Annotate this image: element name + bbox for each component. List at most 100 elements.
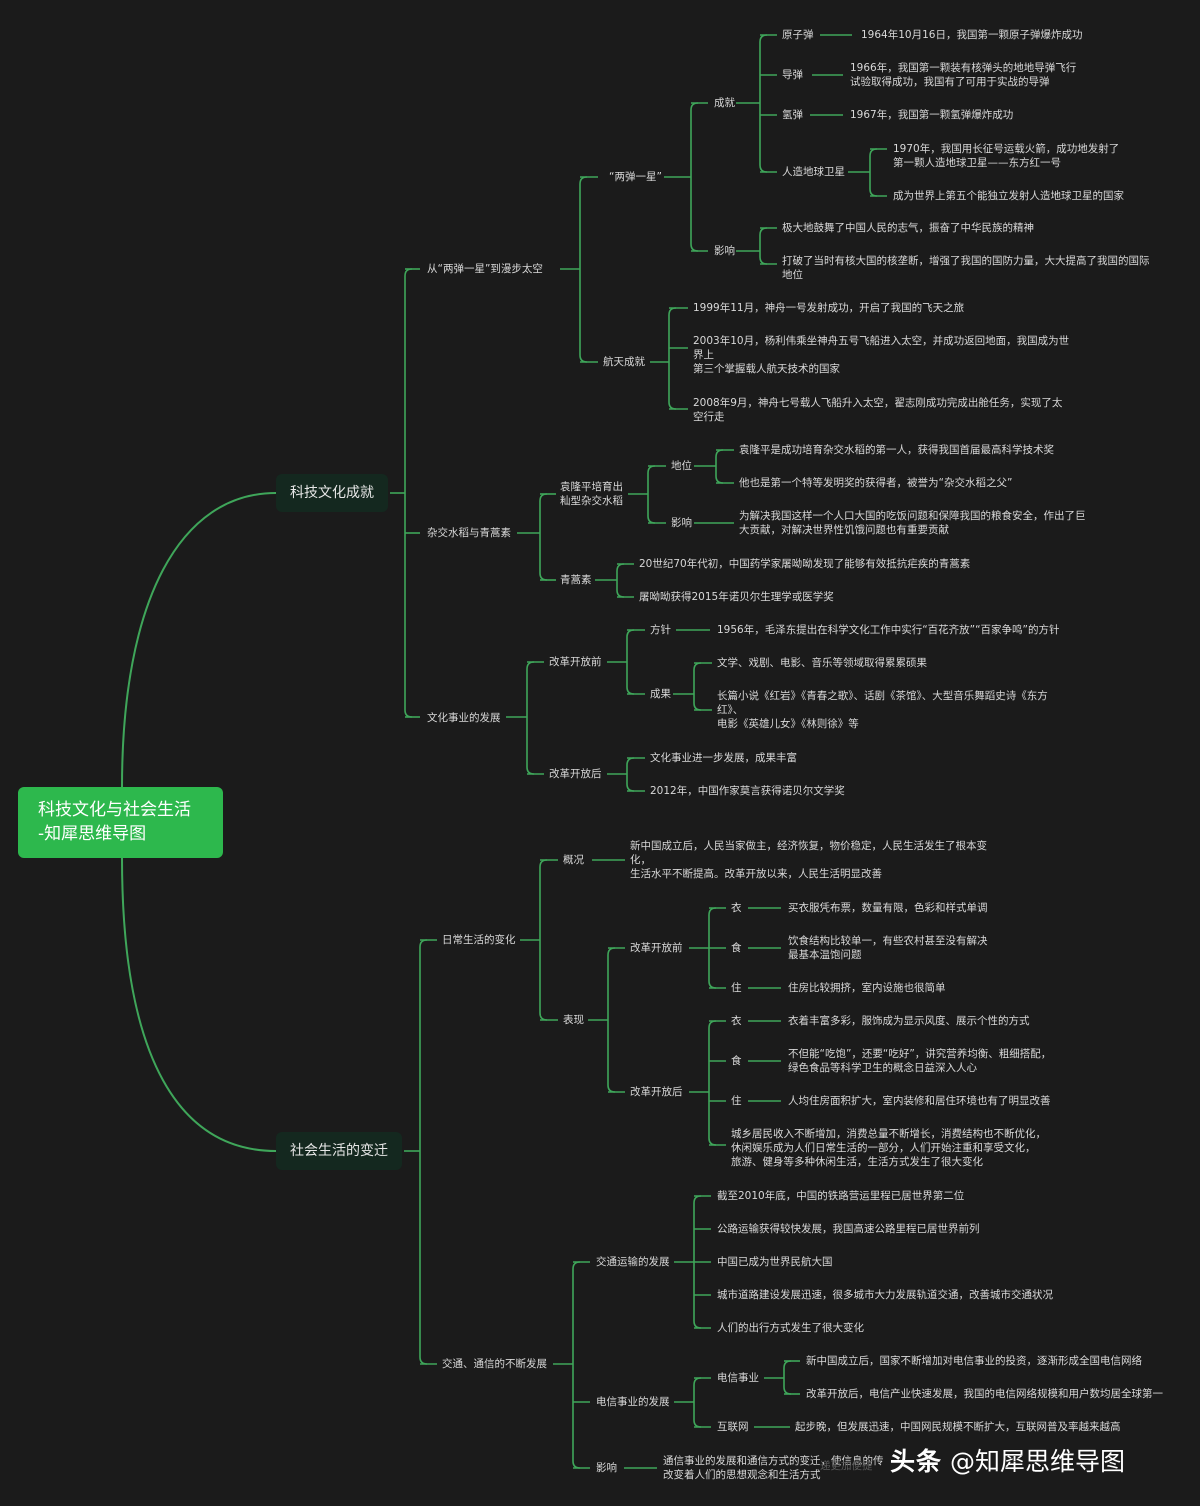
leaf-influence-2: 打破了当时有核大国的核垄断，增强了我国的国防力量，大大提高了我国的国际 地位 — [782, 254, 1150, 282]
leaf-transport-4: 城市道路建设发展迅速，很多城市大力发展轨道交通，改善城市交通状况 — [717, 1288, 1053, 1302]
leaf-effect: 通信事业的发展和通信方式的变迁，使信息的传 改变着人们的思想观念和生活方式 — [663, 1454, 884, 1482]
node-post-food[interactable]: 食 — [731, 1054, 742, 1068]
node-transport-comm[interactable]: 交通、通信的不断发展 — [442, 1357, 547, 1371]
connector — [419, 939, 428, 1365]
leaf-status-2: 他也是第一个特等发明奖的获得者，被誉为“杂交水稻之父” — [739, 476, 1013, 490]
connector — [693, 662, 702, 711]
leaf-missile: 1966年，我国第一颗装有核弹头的地地导弹飞行 试验取得成功，我国有了可用于实战… — [850, 61, 1077, 89]
leaf-result-2: 长篇小说《红岩》《青春之歌》、话剧《茶馆》、大型音乐舞蹈史诗《东方 红》、 电影… — [717, 689, 1048, 731]
connector — [783, 1360, 792, 1395]
leaf-post-house: 人均住房面积扩大，室内装修和居住环境也有了明显改善 — [788, 1094, 1051, 1108]
leaf-aero-3: 2008年9月，神舟七号载人飞船升入太空，翟志刚成功完成出舱任务，实现了太 空行… — [693, 396, 1063, 424]
leaf-transport-2: 公路运输获得较快发展，我国高速公路里程已居世界前列 — [717, 1222, 980, 1236]
leaf-post-other: 城乡居民收入不断增加，消费总量不断增长，消费结构也不断优化， 休闲娱乐成为人们日… — [731, 1127, 1046, 1169]
leaf-satellite-2: 成为世界上第五个能独立发射人造地球卫星的国家 — [893, 189, 1124, 203]
node-pre-house[interactable]: 住 — [731, 981, 742, 995]
connector — [526, 661, 535, 775]
branch-social-life[interactable]: 社会生活的变迁 — [276, 1132, 402, 1170]
node-result[interactable]: 成果 — [650, 687, 671, 701]
connector — [572, 1261, 581, 1469]
leaf-overview: 新中国成立后，人民当家做主，经济恢复，物价稳定，人民生活发生了根本变 化， 生活… — [630, 839, 987, 881]
leaf-pre-house: 住房比较拥挤，室内设施也很简单 — [788, 981, 946, 995]
node-satellite[interactable]: 人造地球卫星 — [782, 165, 845, 179]
leaf-pre-clothes: 买衣服凭布票，数量有限，色彩和样式单调 — [788, 901, 988, 915]
node-two-bombs[interactable]: “两弹一星” — [609, 170, 662, 184]
root-node[interactable]: 科技文化与社会生活 -知犀思维导图 — [18, 787, 223, 858]
branch-tech-culture[interactable]: 科技文化成就 — [276, 474, 388, 512]
leaf-post-food: 不但能“吃饱”，还要“吃好”，讲究营养均衡、粗细搭配， 绿色食品等科学卫生的概念… — [788, 1047, 1052, 1075]
node-show[interactable]: 表现 — [563, 1013, 584, 1027]
watermark-account: @知犀思维导图 — [949, 1447, 1125, 1476]
faint-text: 递更加便捷 — [820, 1460, 873, 1472]
node-influence[interactable]: 影响 — [714, 244, 735, 258]
leaf-transport-1: 截至2010年底，中国的铁路营运里程已居世界第二位 — [717, 1189, 965, 1203]
watermark-brand: 头条 — [890, 1447, 943, 1476]
leaf-satellite-1: 1970年，我国用长征号运载火箭，成功地发射了 第一颗人造地球卫星——东方红一号 — [893, 142, 1120, 170]
leaf-aero-2: 2003年10月，杨利伟乘坐神舟五号飞船进入太空，并成功返回地面，我国成为世 界… — [693, 334, 1070, 376]
leaf-internet: 起步晚，但发展迅速，中国网民规模不断扩大，互联网普及率越来越高 — [795, 1420, 1121, 1434]
connector — [690, 102, 699, 252]
connector — [869, 148, 878, 197]
node-telecom[interactable]: 电信事业 — [717, 1371, 759, 1385]
connector — [759, 34, 768, 173]
connector — [647, 465, 656, 524]
leaf-transport-5: 人们的出行方式发生了很大变化 — [717, 1321, 864, 1335]
node-missile[interactable]: 导弹 — [782, 68, 803, 82]
connector — [708, 1020, 717, 1146]
node-overview[interactable]: 概况 — [563, 853, 584, 867]
node-culture-post[interactable]: 改革开放后 — [549, 767, 602, 781]
node-pre-clothes[interactable]: 衣 — [731, 901, 742, 915]
connector — [607, 947, 616, 1093]
node-post-clothes[interactable]: 衣 — [731, 1014, 742, 1028]
leaf-result-1: 文学、戏剧、电影、音乐等领域取得累累硕果 — [717, 656, 927, 670]
connector — [404, 268, 413, 718]
node-rice-artemisinin[interactable]: 杂交水稻与青蒿素 — [427, 526, 511, 540]
leaf-influence-1: 极大地鼓舞了中国人民的志气，振奋了中华民族的精神 — [782, 221, 1034, 235]
connector — [626, 629, 635, 695]
node-yuan-influence[interactable]: 影响 — [671, 516, 692, 530]
connector — [759, 227, 768, 265]
connector — [539, 859, 548, 1021]
node-achievement[interactable]: 成就 — [714, 96, 735, 110]
node-post-house[interactable]: 住 — [731, 1094, 742, 1108]
connector — [616, 563, 625, 598]
leaf-aero-1: 1999年11月，神舟一号发射成功，开启了我国的飞天之旅 — [693, 301, 965, 315]
leaf-yuan-influence: 为解决我国这样一个人口大国的吃饭问题和保障我国的粮食安全，作出了巨 大贡献，对解… — [739, 509, 1086, 537]
node-telecom-dev[interactable]: 电信事业的发展 — [596, 1395, 670, 1409]
leaf-art-1: 20世纪70年代初，中国药学家屠呦呦发现了能够有效抵抗疟疾的青蒿素 — [639, 557, 971, 571]
leaf-post-2: 2012年，中国作家莫言获得诺贝尔文学奖 — [650, 784, 845, 798]
leaf-pre-food: 饮食结构比较单一，有些农村甚至没有解决 最基本温饱问题 — [788, 934, 988, 962]
node-atomic-bomb[interactable]: 原子弹 — [782, 28, 814, 42]
node-policy[interactable]: 方针 — [650, 623, 671, 637]
leaf-telecom-2: 改革开放后，电信产业快速发展，我国的电信网络规模和用户数均居全球第一 — [806, 1387, 1163, 1401]
leaf-post-clothes: 衣着丰富多彩，服饰成为显示风度、展示个性的方式 — [788, 1014, 1030, 1028]
node-daily-life[interactable]: 日常生活的变化 — [442, 933, 516, 947]
leaf-atomic: 1964年10月16日，我国第一颗原子弹爆炸成功 — [861, 28, 1083, 42]
node-culture[interactable]: 文化事业的发展 — [427, 711, 501, 725]
leaf-h-bomb: 1967年，我国第一颗氢弹爆炸成功 — [850, 108, 1014, 122]
connector — [693, 1377, 702, 1428]
node-artemisinin[interactable]: 青蒿素 — [560, 573, 592, 587]
node-yuan-longping[interactable]: 袁隆平培育出 籼型杂交水稻 — [560, 480, 623, 508]
node-internet[interactable]: 互联网 — [717, 1420, 749, 1434]
node-effect[interactable]: 影响 — [596, 1461, 617, 1475]
node-status[interactable]: 地位 — [671, 459, 692, 473]
connector — [715, 449, 724, 484]
connector — [626, 757, 635, 792]
node-pre-food[interactable]: 食 — [731, 941, 742, 955]
connector — [121, 857, 277, 1152]
node-culture-pre[interactable]: 改革开放前 — [549, 655, 602, 669]
watermark: 头条 @知犀思维导图 — [890, 1442, 1125, 1478]
leaf-transport-3: 中国已成为世界民航大国 — [717, 1255, 833, 1269]
node-daily-pre[interactable]: 改革开放前 — [630, 941, 683, 955]
node-transport[interactable]: 交通运输的发展 — [596, 1255, 670, 1269]
node-space[interactable]: 从“两弹一星”到漫步太空 — [427, 262, 543, 276]
node-aerospace[interactable]: 航天成就 — [603, 355, 645, 369]
node-daily-post[interactable]: 改革开放后 — [630, 1085, 683, 1099]
leaf-telecom-1: 新中国成立后，国家不断增加对电信事业的投资，逐渐形成全国电信网络 — [806, 1354, 1142, 1368]
node-h-bomb[interactable]: 氢弹 — [782, 108, 803, 122]
leaf-art-2: 屠呦呦获得2015年诺贝尔生理学或医学奖 — [639, 590, 834, 604]
connector — [121, 492, 277, 788]
